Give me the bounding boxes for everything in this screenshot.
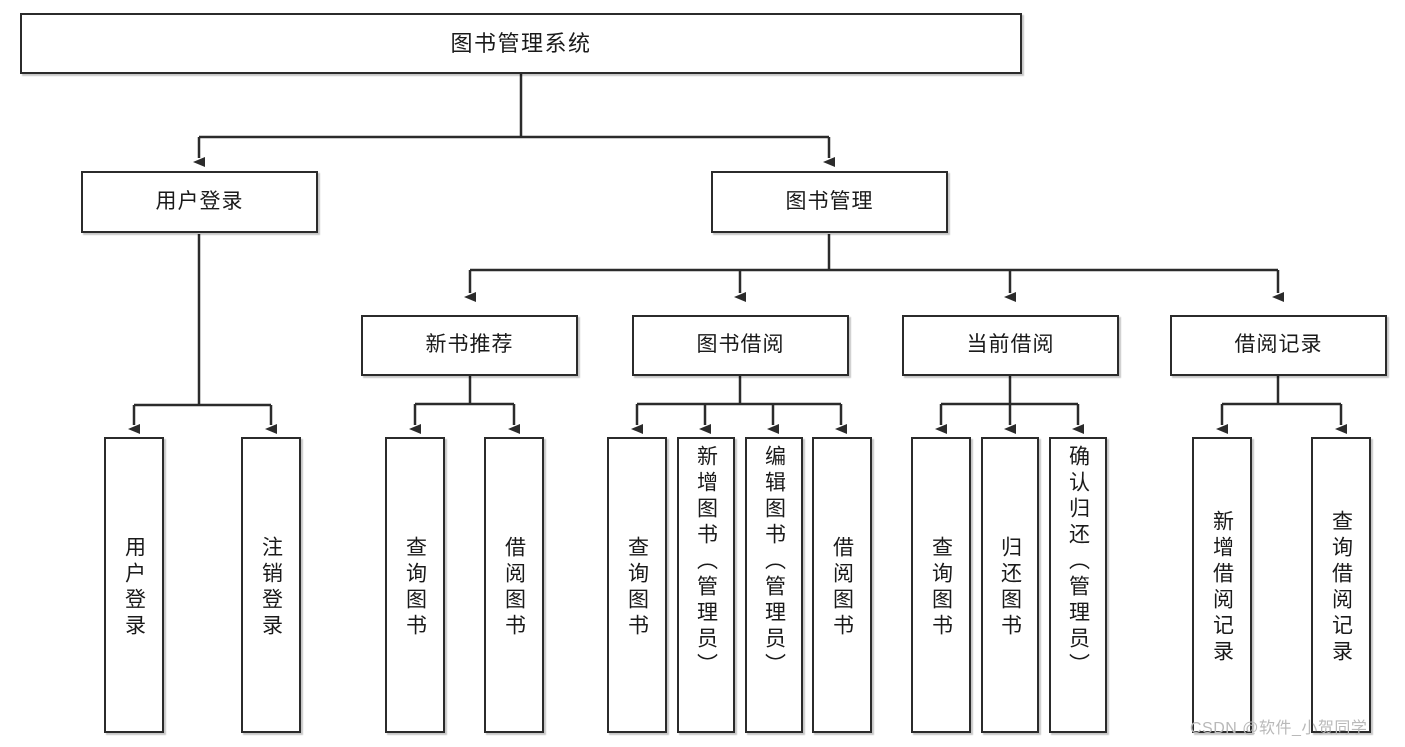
node-leaf-query-book-3[interactable]: 查询图书 xyxy=(911,437,971,733)
node-leaf-confirm-return-admin[interactable]: 确认归还（管理员） xyxy=(1049,437,1107,733)
node-label: 图书管理 xyxy=(785,189,874,213)
node-leaf-user-login[interactable]: 用户登录 xyxy=(104,437,164,733)
node-label: 查询借阅记录 xyxy=(1329,510,1353,666)
node-label: 借阅图书 xyxy=(502,536,526,640)
node-leaf-borrow-book-2[interactable]: 借阅图书 xyxy=(812,437,872,733)
csdn-watermark: CSDN @软件_小贺同学 xyxy=(1190,720,1368,737)
node-leaf-add-borrow-record[interactable]: 新增借阅记录 xyxy=(1192,437,1252,733)
node-label: 查询图书 xyxy=(929,536,953,640)
node-leaf-return-book[interactable]: 归还图书 xyxy=(981,437,1039,733)
node-current-borrow[interactable]: 当前借阅 xyxy=(902,315,1119,376)
node-book-borrow[interactable]: 图书借阅 xyxy=(632,315,849,376)
node-label: 查询图书 xyxy=(625,536,649,640)
node-leaf-edit-book-admin[interactable]: 编辑图书（管理员） xyxy=(745,437,803,733)
node-user-login[interactable]: 用户登录 xyxy=(81,171,318,233)
node-label: 图书管理系统 xyxy=(450,30,592,56)
node-label: 编辑图书（管理员） xyxy=(762,445,786,679)
node-leaf-query-borrow-record[interactable]: 查询借阅记录 xyxy=(1311,437,1371,733)
node-label: 当前借阅 xyxy=(966,333,1055,357)
node-label: 图书借阅 xyxy=(696,333,785,357)
node-leaf-add-book-admin[interactable]: 新增图书（管理员） xyxy=(677,437,735,733)
node-borrow-record[interactable]: 借阅记录 xyxy=(1170,315,1387,376)
node-label: 查询图书 xyxy=(403,536,427,640)
node-label: 用户登录 xyxy=(155,189,244,213)
node-label: 新增图书（管理员） xyxy=(694,445,718,679)
node-new-book-recommend[interactable]: 新书推荐 xyxy=(361,315,578,376)
node-label: 借阅记录 xyxy=(1234,333,1323,357)
node-label: 归还图书 xyxy=(998,536,1022,640)
node-label: 新增借阅记录 xyxy=(1210,510,1234,666)
node-label: 新书推荐 xyxy=(425,333,514,357)
node-leaf-query-book-2[interactable]: 查询图书 xyxy=(607,437,667,733)
node-leaf-borrow-book-1[interactable]: 借阅图书 xyxy=(484,437,544,733)
node-leaf-query-book-1[interactable]: 查询图书 xyxy=(385,437,445,733)
node-label: 用户登录 xyxy=(122,536,146,640)
node-book-management[interactable]: 图书管理 xyxy=(711,171,948,233)
node-label: 注销登录 xyxy=(259,536,283,640)
node-label: 借阅图书 xyxy=(830,536,854,640)
node-root-system[interactable]: 图书管理系统 xyxy=(20,13,1022,74)
node-label: 确认归还（管理员） xyxy=(1066,445,1090,679)
node-leaf-logout[interactable]: 注销登录 xyxy=(241,437,301,733)
